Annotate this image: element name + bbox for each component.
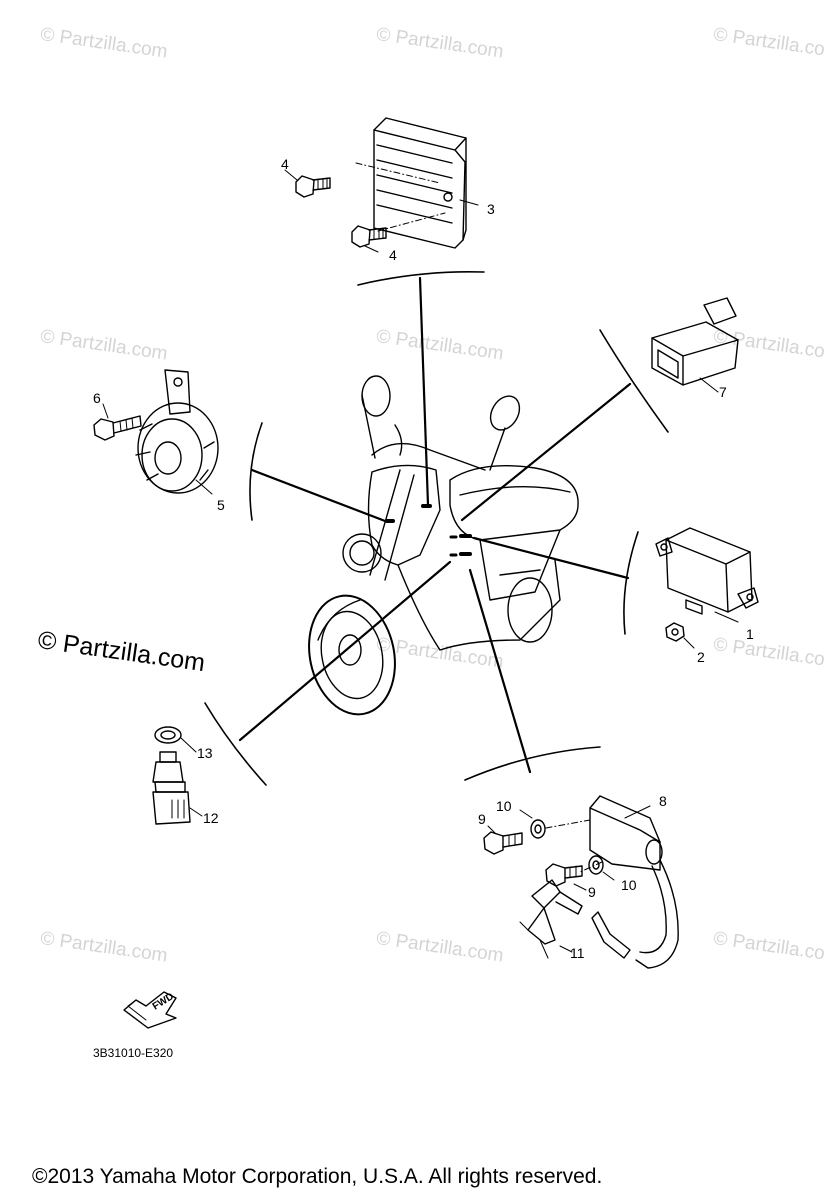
- callout-3: 3: [487, 201, 495, 217]
- callout-1: 1: [746, 626, 754, 642]
- callout-6: 6: [93, 390, 101, 406]
- callout-10: 10: [496, 798, 512, 814]
- pointer-lines: [204, 270, 669, 786]
- fwd-arrow: FWD: [123, 991, 177, 1029]
- callout-12: 12: [203, 810, 219, 826]
- rectifier-regulator-part: [355, 117, 479, 249]
- callout-5: 5: [217, 497, 225, 513]
- bolt-part: [483, 825, 523, 855]
- callout-10: 10: [621, 877, 637, 893]
- washer-part: [588, 855, 615, 881]
- bolt-part: [351, 225, 387, 253]
- callout-8: 8: [659, 793, 667, 809]
- switch-part: [152, 751, 203, 825]
- callout-9: 9: [588, 884, 596, 900]
- gasket-part: [154, 726, 197, 753]
- plug-cap-part: [519, 879, 631, 959]
- scooter-illustration: [308, 375, 579, 716]
- callout-7: 7: [719, 384, 727, 400]
- copyright-notice: ©2013 Yamaha Motor Corporation, U.S.A. A…: [32, 1165, 603, 1188]
- coupler-part: [651, 297, 739, 393]
- callout-4: 4: [389, 247, 397, 263]
- horn-part: [93, 369, 219, 495]
- cdi-unit-part: [655, 527, 759, 623]
- fwd-label: FWD: [151, 991, 176, 1012]
- callout-11: 11: [570, 945, 585, 961]
- washer-part: [519, 809, 546, 839]
- bolt-part: [284, 169, 331, 198]
- bolt-part: [545, 863, 587, 891]
- callout-9: 9: [478, 811, 486, 827]
- callout-13: 13: [197, 745, 213, 761]
- ignition-coil-part: [545, 795, 679, 969]
- diagram-code: 3B31010-E320: [93, 1046, 174, 1060]
- callout-4: 4: [281, 156, 289, 172]
- callout-2: 2: [697, 649, 705, 665]
- nut-part: [665, 622, 695, 649]
